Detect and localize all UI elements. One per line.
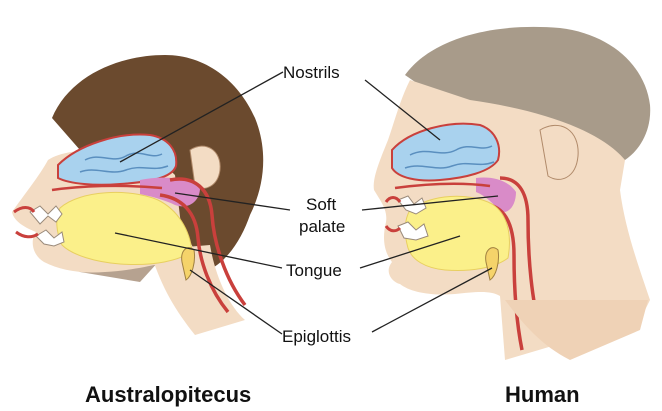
label-nostrils: Nostrils: [283, 63, 340, 82]
label-soft-palate-line1: Soft: [306, 195, 337, 214]
label-soft-palate-line2: palate: [299, 217, 345, 236]
caption-human: Human: [505, 382, 580, 407]
label-epiglottis: Epiglottis: [282, 327, 351, 346]
australopitecus-head: [12, 55, 263, 335]
caption-australopitecus: Australopitecus: [85, 382, 251, 407]
human-head: [374, 27, 651, 360]
label-tongue: Tongue: [286, 261, 342, 280]
captions: Australopitecus Human: [85, 382, 580, 407]
labels: Nostrils Soft palate Tongue Epiglottis: [282, 63, 351, 346]
